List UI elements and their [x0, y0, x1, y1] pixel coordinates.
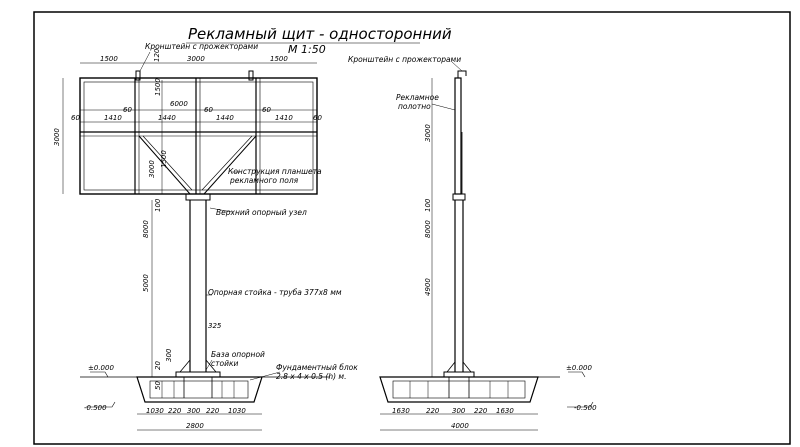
- side-dim-post-lower: 4900: [424, 278, 432, 296]
- callout-panel-1: Конструкция планшета: [228, 167, 322, 176]
- side-level-bottom-mark: [567, 401, 594, 408]
- brace-left: [138, 135, 191, 195]
- leader-foundation: [249, 371, 281, 381]
- dim-base-300: 300: [165, 348, 173, 362]
- brace-right: [203, 135, 257, 195]
- dim-top-bracket: 120: [153, 48, 161, 62]
- side-bracket: [457, 70, 467, 78]
- sheet-frame: [33, 11, 791, 445]
- drawing-title: Рекламный щит - односторонний: [188, 25, 452, 43]
- side-top-node: [452, 193, 466, 201]
- side-level-zero-mark: [568, 371, 586, 378]
- bracket-left: [135, 70, 141, 81]
- side-dim-fb-total: 4000: [451, 422, 469, 430]
- top-node: [185, 193, 211, 201]
- dim-top-center: 3000: [187, 55, 205, 63]
- side-callout-canvas-1: Рекламное: [396, 93, 439, 102]
- side-dim-fb-5: 1630: [496, 407, 514, 415]
- callout-bracket: Кронштейн с прожекторами: [145, 42, 258, 51]
- callout-foundation-1: Фундаментный блок: [276, 363, 358, 372]
- foundation-cage: [149, 380, 249, 399]
- dim-fb-2: 220: [168, 407, 182, 415]
- side-leader-canvas: [431, 103, 456, 111]
- dim-fb-4: 220: [206, 407, 220, 415]
- leader-bracket: [139, 51, 151, 72]
- dim-total-width: 6000: [170, 100, 188, 108]
- dim-top-right: 1500: [270, 55, 288, 63]
- dim-gap-2: 60: [204, 106, 213, 114]
- leader-base: [205, 359, 213, 371]
- bracket-right: [248, 70, 254, 81]
- foundation-block: [136, 376, 263, 403]
- dim-bay-2: 1440: [158, 114, 176, 122]
- dim-top-node-gap: 100: [154, 198, 162, 212]
- side-level-bottom: -0.500: [574, 404, 597, 412]
- side-callout-canvas-2: полотно: [398, 102, 431, 111]
- dim-lower-half: 3000: [148, 160, 156, 178]
- dim-gap-left: 60: [71, 114, 80, 122]
- side-dim-top-node-gap: 100: [424, 198, 432, 212]
- side-leader-bracket: [451, 61, 463, 72]
- dim-gap-right: 60: [313, 114, 322, 122]
- dim-post-lower: 5000: [142, 274, 150, 292]
- dim-base-50: 50: [154, 381, 162, 390]
- callout-base-1: База опорной: [211, 350, 265, 359]
- side-dim-panel-height: 3000: [424, 124, 432, 142]
- gusset-r: [205, 359, 217, 373]
- side-foundation-cage: [392, 380, 526, 399]
- level-bottom: -0.500: [84, 404, 107, 412]
- drawing-scale: М 1:50: [288, 43, 326, 56]
- side-dim-fb-3: 300: [452, 407, 466, 415]
- level-zero-mark: [90, 371, 109, 378]
- side-dim-fb-4: 220: [474, 407, 488, 415]
- side-view: [379, 61, 594, 431]
- dim-gap-1: 60: [123, 106, 132, 114]
- side-canvas: [454, 77, 462, 195]
- callout-base-2: стойки: [211, 359, 238, 368]
- dim-gap-3: 60: [262, 106, 271, 114]
- side-level-zero: ±0.000: [566, 364, 592, 372]
- front-view: [62, 51, 330, 431]
- gusset-l: [179, 359, 191, 373]
- dim-fb-3: 300: [187, 407, 201, 415]
- dim-upper-half: 1500: [160, 150, 168, 168]
- dim-pipe-diameter: 325: [208, 322, 222, 330]
- side-dim-fb-1: 1630: [392, 407, 410, 415]
- dim-post-total: 8000: [142, 220, 150, 238]
- side-dim-post-total: 8000: [424, 220, 432, 238]
- leader-top-node: [209, 207, 233, 213]
- callout-foundation-2: 2.8 х 4 х 0.5 (h) м.: [276, 372, 346, 381]
- side-view-labels: Кронштейн с прожекторами Рекламное полот…: [348, 55, 597, 430]
- dim-base-20: 20: [154, 361, 162, 370]
- dim-fb-total: 2800: [186, 422, 204, 430]
- callout-panel-2: рекламного поля: [229, 176, 299, 185]
- dim-fb-5: 1030: [228, 407, 246, 415]
- dim-bay-1: 1410: [104, 114, 122, 122]
- dim-top-left: 1500: [100, 55, 118, 63]
- level-zero: ±0.000: [88, 364, 114, 372]
- side-foundation-block: [379, 376, 539, 403]
- side-gusset-l: [446, 361, 456, 373]
- dim-fb-1: 1030: [146, 407, 164, 415]
- side-callout-bracket: Кронштейн с прожекторами: [348, 55, 461, 64]
- front-view-labels: Кронштейн с прожекторами Конструкция пла…: [53, 42, 358, 430]
- dim-bracket-height: 1500: [154, 78, 162, 96]
- callout-top-node: Верхний опорный узел: [216, 208, 307, 217]
- dim-bay-4: 1410: [275, 114, 293, 122]
- brace-left-b: [142, 135, 193, 191]
- base-plate: [175, 371, 221, 378]
- side-gusset-r: [462, 361, 472, 373]
- level-bottom-mark: [86, 401, 116, 408]
- dim-panel-height: 3000: [53, 128, 61, 146]
- side-dim-fb-2: 220: [426, 407, 440, 415]
- callout-post: Опорная стойка - труба 377х8 мм: [208, 288, 342, 297]
- dim-bay-3: 1440: [216, 114, 234, 122]
- brace-right-b: [201, 135, 253, 191]
- side-base-plate: [443, 371, 475, 378]
